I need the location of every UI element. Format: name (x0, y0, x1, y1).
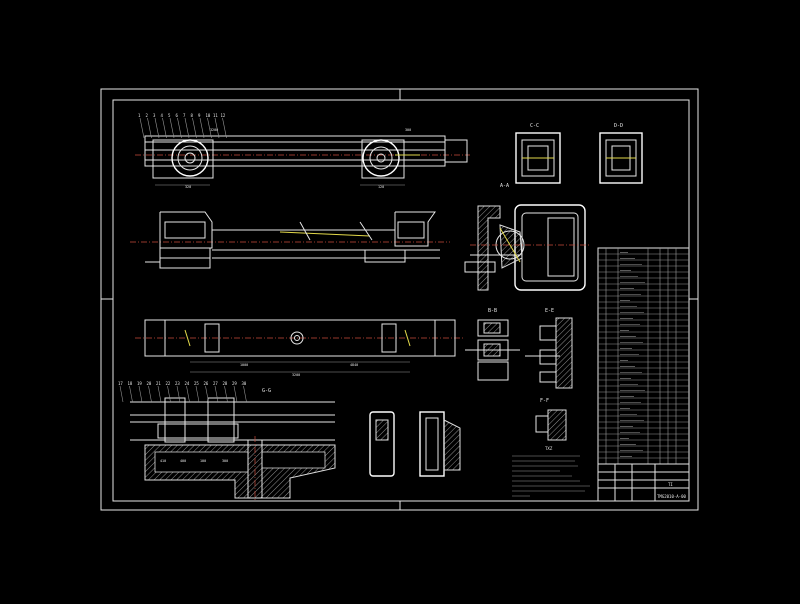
balloon-number: 27 (213, 381, 218, 386)
dim-label: 4840 (350, 363, 358, 367)
part-detail-small (369, 411, 461, 477)
balloon-number: 22 (166, 381, 171, 386)
view-title: G-G (262, 388, 271, 394)
technical-notes: TXZ (512, 446, 590, 497)
section-gg-view: G-G 410 400 100 300 (130, 388, 336, 500)
dim-label: 1000 (240, 363, 248, 367)
balloon-number: 29 (232, 381, 237, 386)
dim-label: 300 (222, 459, 228, 463)
dim-label: 3200 (210, 128, 218, 132)
dim-label: 320 (185, 185, 191, 189)
balloon-number: 23 (175, 381, 180, 386)
balloon-number: 8 (191, 113, 194, 118)
dim-label: 3200 (292, 373, 300, 377)
view-title: A-A (500, 183, 509, 189)
balloon-number: 7 (183, 113, 186, 118)
detail-ff-view: F-F (535, 398, 567, 441)
detail-bb-view: B-B (465, 308, 520, 381)
view-title: E-E (545, 308, 554, 314)
balloon-number: 28 (223, 381, 228, 386)
parts-list-table (597, 247, 690, 465)
drawing-name: TI (668, 482, 673, 487)
balloon-number: 30 (242, 381, 247, 386)
balloon-number: 10 (206, 113, 211, 118)
drawing-code: TMG2010-A-00 (657, 494, 686, 499)
view-title: F-F (540, 398, 549, 404)
view-title: B-B (488, 308, 497, 314)
side-elevation-view (130, 211, 450, 269)
balloon-number: 17 (118, 381, 123, 386)
detail-ee-view: E-E (525, 308, 573, 389)
section-cc-view: C-C (515, 123, 561, 184)
balloon-number: 4 (161, 113, 164, 118)
dim-label: 400 (180, 459, 186, 463)
balloon-number: 25 (194, 381, 199, 386)
bottom-plan-view: 1000 3200 4840 (135, 319, 465, 377)
balloon-number: 6 (176, 113, 179, 118)
balloon-number: 18 (128, 381, 133, 386)
notes-header: TXZ (545, 446, 553, 451)
dim-label: 300 (405, 128, 411, 132)
dim-label: 120 (378, 185, 384, 189)
balloon-number: 2 (146, 113, 149, 118)
top-plan-view: 3200 320 120 300 (135, 128, 470, 189)
balloon-number: 20 (147, 381, 152, 386)
title-block: TI TMG2010-A-00 (597, 463, 690, 502)
section-dd-view: D-D (599, 123, 643, 184)
balloon-number: 21 (156, 381, 161, 386)
dim-label: 100 (200, 459, 206, 463)
balloon-number: 12 (221, 113, 226, 118)
balloon-number: 26 (204, 381, 209, 386)
balloon-number: 11 (213, 113, 218, 118)
balloon-number: 9 (198, 113, 201, 118)
dim-label: 410 (160, 459, 166, 463)
balloon-number: 5 (168, 113, 171, 118)
view-title: C-C (530, 123, 539, 129)
view-title: D-D (614, 123, 623, 129)
balloon-callouts-bottom: 17 18 19 20 21 22 23 24 25 26 27 28 29 30 (118, 381, 247, 403)
section-aa-view: A-A (464, 183, 590, 291)
balloon-number: 19 (137, 381, 142, 386)
balloon-number: 3 (153, 113, 156, 118)
balloon-number: 24 (185, 381, 190, 386)
balloon-number: 1 (138, 113, 141, 118)
